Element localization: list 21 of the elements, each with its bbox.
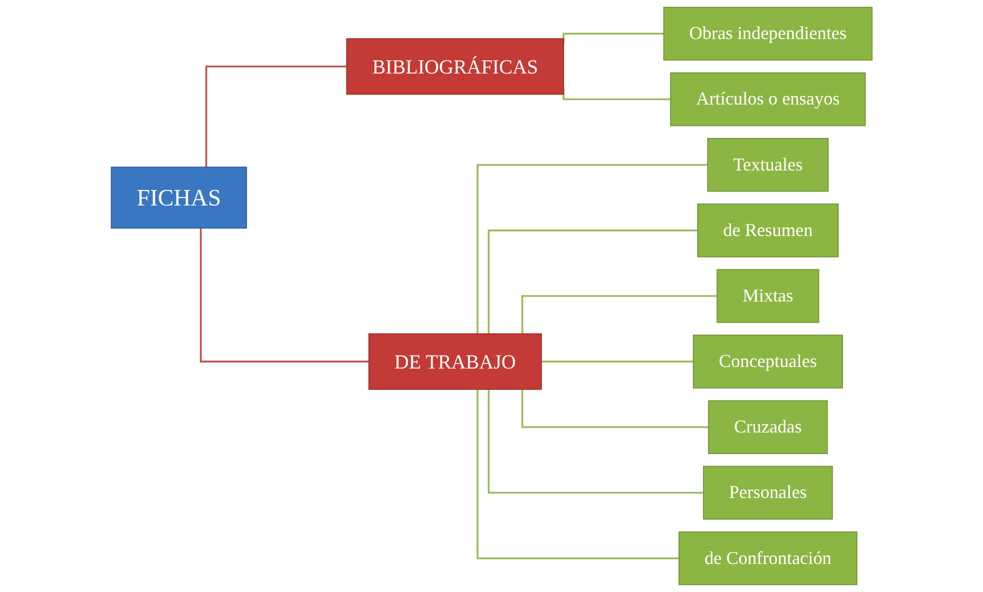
connector bbox=[476, 164, 708, 334]
node-box: Obras independientes bbox=[663, 6, 872, 61]
node-box: de Resumen bbox=[697, 204, 838, 258]
node-box: Personales bbox=[702, 466, 833, 520]
connector bbox=[476, 389, 679, 560]
connector bbox=[521, 295, 717, 334]
connector bbox=[521, 389, 708, 428]
node-box: de Confrontación bbox=[678, 531, 858, 586]
node-box: Conceptuales bbox=[692, 334, 843, 388]
connector bbox=[488, 230, 698, 334]
connector bbox=[488, 389, 704, 494]
connector bbox=[540, 360, 694, 362]
node-box: Cruzadas bbox=[708, 400, 828, 454]
connector bbox=[200, 228, 369, 362]
node-box: DE TRABAJO bbox=[368, 333, 542, 390]
node-box: BIBLIOGRÁFICAS bbox=[346, 38, 564, 95]
node-box: FICHAS bbox=[110, 166, 247, 229]
connector bbox=[205, 66, 346, 168]
node-box: Textuales bbox=[707, 138, 828, 192]
node-box: Artículos o ensayos bbox=[670, 72, 866, 126]
node-box: Mixtas bbox=[716, 269, 819, 323]
